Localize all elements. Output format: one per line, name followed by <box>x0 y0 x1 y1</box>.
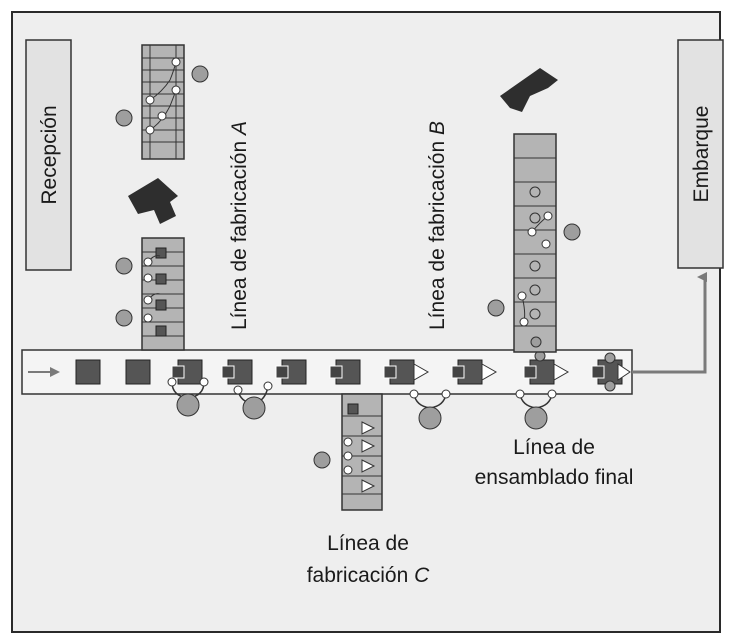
line-a-lower-station <box>115 237 185 351</box>
final-assembly-label-1: Línea de <box>513 436 595 459</box>
worker-icon <box>167 377 209 417</box>
line-c-label-2: fabricación C <box>307 564 430 587</box>
worker-icon <box>191 65 209 83</box>
line-a-label: Línea de fabricación A <box>228 121 251 330</box>
reception-box: Recepción <box>25 39 72 271</box>
line-c-station <box>313 393 383 511</box>
part-icon <box>221 359 253 385</box>
worker-icon <box>313 451 331 469</box>
part-icon <box>125 359 151 385</box>
worker-icon <box>515 389 557 430</box>
part-icon <box>171 359 203 385</box>
worker-icon <box>115 309 133 327</box>
part-icon <box>329 359 361 385</box>
shipping-box: Embarque <box>677 39 724 269</box>
conveyor-parts <box>75 350 631 392</box>
worker-icon <box>409 389 451 430</box>
part-icon <box>75 359 101 385</box>
part-icon <box>591 352 631 392</box>
arrow-in-icon <box>50 367 60 377</box>
worker-icon <box>115 109 133 127</box>
machine-icon <box>500 68 558 112</box>
worker-icon <box>233 381 273 420</box>
final-assembly-label-2: ensamblado final <box>475 466 634 489</box>
machine-icon <box>128 178 178 224</box>
line-b-station <box>487 133 581 353</box>
worker-icon <box>115 257 133 275</box>
shipping-label: Embarque <box>690 106 713 203</box>
worker-icon <box>563 223 581 241</box>
part-icon <box>275 359 307 385</box>
part-icon <box>451 359 498 385</box>
worker-icon <box>487 299 505 317</box>
arrow-to-shipping <box>632 272 707 374</box>
line-c-label-1: Línea de <box>327 532 409 555</box>
reception-label: Recepción <box>38 105 61 204</box>
part-icon <box>523 350 570 385</box>
part-icon <box>383 359 430 385</box>
assembly-workers <box>167 377 557 430</box>
line-a-upper-station <box>115 44 209 160</box>
line-b-label: Línea de fabricación B <box>426 121 449 330</box>
